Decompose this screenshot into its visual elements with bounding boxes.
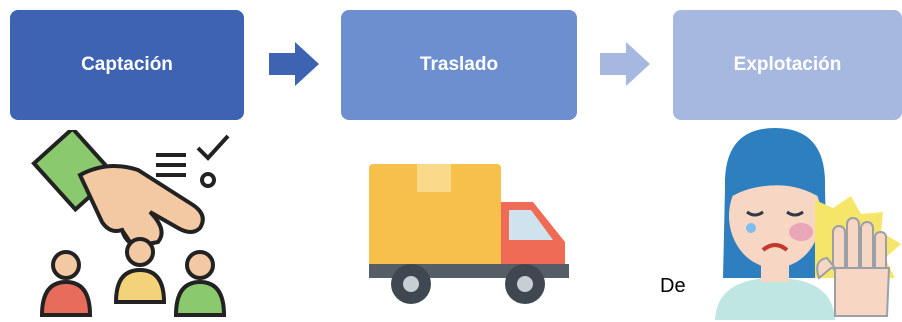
stage-box-traslado: Traslado [341, 10, 577, 120]
crying-woman-stop-hand-icon [715, 128, 901, 320]
stage-label: Traslado [419, 54, 499, 75]
stage-box-captacion: Captación [10, 10, 244, 120]
arrow-right-icon [600, 42, 650, 86]
stage-box-explotacion: Explotación [673, 10, 902, 120]
stage-label: Explotación [733, 54, 842, 75]
arrow-right-icon [269, 42, 319, 86]
stage-label: Captación [81, 54, 173, 75]
delivery-truck-icon [369, 164, 569, 304]
recruitment-hand-icon [31, 130, 230, 317]
caption-text: De [660, 275, 686, 297]
